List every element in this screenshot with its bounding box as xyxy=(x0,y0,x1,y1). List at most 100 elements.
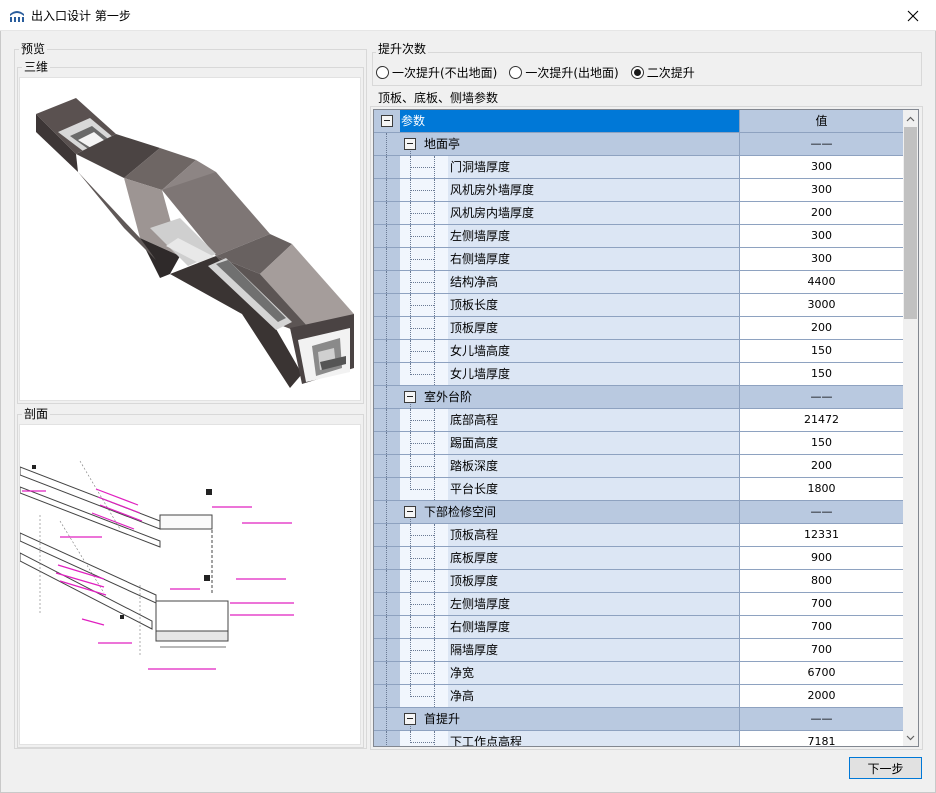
grid-category-row[interactable]: 室外台阶—— xyxy=(374,386,903,409)
scroll-thumb[interactable] xyxy=(904,127,917,319)
param-value-cell[interactable]: 300 xyxy=(739,225,903,248)
close-button[interactable] xyxy=(890,0,936,31)
param-value-cell[interactable]: 150 xyxy=(739,363,903,386)
radio-lift-1-surface[interactable]: 一次提升(出地面) xyxy=(509,64,619,81)
param-name: 平台长度 xyxy=(450,482,499,496)
collapse-toggle[interactable] xyxy=(404,713,416,725)
collapse-toggle[interactable] xyxy=(404,391,416,403)
grid-header-name: 参数 xyxy=(374,110,739,133)
grid-param-row[interactable]: 顶板厚度 800 xyxy=(374,570,903,593)
category-name-cell: 下部检修空间 xyxy=(374,501,739,524)
section-label: 剖面 xyxy=(22,407,51,421)
param-value-cell[interactable]: 6700 xyxy=(739,662,903,685)
param-value-cell[interactable]: 300 xyxy=(739,179,903,202)
param-name-cell: 底板厚度 xyxy=(374,547,739,570)
param-name-cell: 门洞墙厚度 xyxy=(374,156,739,179)
param-name-cell: 净高 xyxy=(374,685,739,708)
param-value-cell[interactable]: 700 xyxy=(739,593,903,616)
vertical-scrollbar[interactable] xyxy=(903,110,918,746)
section-group xyxy=(17,414,364,748)
param-name: 底板厚度 xyxy=(450,551,499,565)
lift-count-options: 一次提升(不出地面) 一次提升(出地面) 二次提升 xyxy=(376,64,707,81)
grid-category-row[interactable]: 地面亭—— xyxy=(374,133,903,156)
param-value-cell[interactable]: 200 xyxy=(739,455,903,478)
param-name-cell: 下工作点高程 xyxy=(374,731,739,746)
category-value-cell: —— xyxy=(739,386,903,409)
window-title: 出入口设计 第一步 xyxy=(31,9,131,23)
radio-lift-1-underground[interactable]: 一次提升(不出地面) xyxy=(376,64,497,81)
scroll-down-button[interactable] xyxy=(903,729,918,746)
collapse-toggle[interactable] xyxy=(381,115,393,127)
params-group-label: 顶板、底板、侧墙参数 xyxy=(376,91,501,105)
collapse-toggle[interactable] xyxy=(404,506,416,518)
grid-param-row[interactable]: 女儿墙高度 150 xyxy=(374,340,903,363)
grid-param-row[interactable]: 平台长度 1800 xyxy=(374,478,903,501)
param-name: 隔墙厚度 xyxy=(450,643,499,657)
param-value-cell[interactable]: 3000 xyxy=(739,294,903,317)
chevron-up-icon xyxy=(906,116,915,121)
param-value-cell[interactable]: 300 xyxy=(739,156,903,179)
param-name-cell: 左侧墙厚度 xyxy=(374,593,739,616)
param-value-cell[interactable]: 21472 xyxy=(739,409,903,432)
close-icon xyxy=(907,10,919,21)
window-border xyxy=(0,31,1,793)
param-value-cell[interactable]: 150 xyxy=(739,340,903,363)
param-name-cell: 顶板高程 xyxy=(374,524,739,547)
param-value-cell[interactable]: 200 xyxy=(739,317,903,340)
param-name: 顶板厚度 xyxy=(450,574,499,588)
param-value-cell[interactable]: 800 xyxy=(739,570,903,593)
preview-group-label: 预览 xyxy=(19,42,48,56)
grid-param-row[interactable]: 踏板深度 200 xyxy=(374,455,903,478)
radio-lift-2[interactable]: 二次提升 xyxy=(630,64,695,81)
param-value-cell[interactable]: 200 xyxy=(739,202,903,225)
param-name-cell: 顶板厚度 xyxy=(374,317,739,340)
param-value-cell[interactable]: 7181 xyxy=(739,731,903,746)
view3d-model-drawing xyxy=(36,98,354,388)
scroll-up-button[interactable] xyxy=(903,110,918,127)
param-name: 顶板厚度 xyxy=(450,321,499,335)
radio-indicator xyxy=(376,66,389,79)
grid-category-row[interactable]: 下部检修空间—— xyxy=(374,501,903,524)
next-step-button[interactable]: 下一步 xyxy=(849,757,922,779)
param-name: 踏板深度 xyxy=(450,459,499,473)
grid-param-row[interactable]: 顶板厚度 200 xyxy=(374,317,903,340)
param-value-cell[interactable]: 700 xyxy=(739,639,903,662)
param-value-cell[interactable]: 300 xyxy=(739,248,903,271)
param-value-cell[interactable]: 150 xyxy=(739,432,903,455)
param-value-cell[interactable]: 12331 xyxy=(739,524,903,547)
param-name-cell: 踢面高度 xyxy=(374,432,739,455)
param-value-cell[interactable]: 900 xyxy=(739,547,903,570)
param-name-cell: 女儿墙高度 xyxy=(374,340,739,363)
grid-param-row[interactable]: 底板厚度 900 xyxy=(374,547,903,570)
param-value-cell[interactable]: 700 xyxy=(739,616,903,639)
param-name-cell: 隔墙厚度 xyxy=(374,639,739,662)
grid-category-row[interactable]: 首提升—— xyxy=(374,708,903,731)
param-name-cell: 踏板深度 xyxy=(374,455,739,478)
grid-param-row[interactable]: 隔墙厚度 700 xyxy=(374,639,903,662)
collapse-toggle[interactable] xyxy=(404,138,416,150)
param-value-cell[interactable]: 2000 xyxy=(739,685,903,708)
preview-group xyxy=(14,49,367,749)
param-name: 女儿墙高度 xyxy=(450,344,511,358)
param-value-cell[interactable]: 4400 xyxy=(739,271,903,294)
radio-label: 一次提升(不出地面) xyxy=(392,66,498,80)
view3d-group xyxy=(17,67,364,404)
param-value-cell[interactable]: 1800 xyxy=(739,478,903,501)
